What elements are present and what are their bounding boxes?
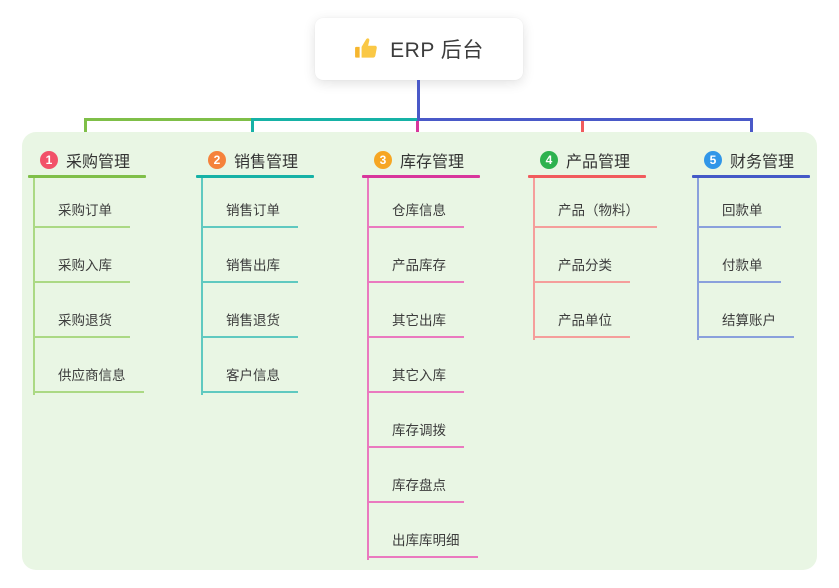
branch-rail <box>367 178 369 560</box>
node-label: 付款单 <box>697 254 781 283</box>
branch-sales-title-row[interactable]: 2 销售管理 <box>196 148 356 172</box>
node-label: 其它入库 <box>367 364 464 393</box>
node-label: 回款单 <box>697 199 781 228</box>
node-item[interactable]: 采购订单 <box>28 178 188 228</box>
branch-rail <box>697 178 699 340</box>
node-label: 产品库存 <box>367 254 464 283</box>
node-item[interactable]: 其它出库 <box>362 283 522 338</box>
branch-underline <box>528 175 646 178</box>
branch-rail <box>201 178 203 395</box>
node-item[interactable]: 付款单 <box>692 228 839 283</box>
branch-title: 采购管理 <box>66 154 131 171</box>
node-label: 采购入库 <box>33 254 130 283</box>
branch-number-badge: 1 <box>40 151 58 169</box>
node-item[interactable]: 产品单位 <box>528 283 688 338</box>
connector-bus-blue <box>417 118 753 121</box>
connector-root-stem <box>417 80 420 120</box>
node-label: 仓库信息 <box>367 199 464 228</box>
node-label: 结算账户 <box>697 309 794 338</box>
branch-finance-title-row[interactable]: 5 财务管理 <box>692 148 839 172</box>
branch-product: 4 产品管理 产品（物料） 产品分类 产品单位 <box>528 132 688 340</box>
branch-number-badge: 2 <box>208 151 226 169</box>
node-label: 供应商信息 <box>33 364 144 393</box>
branch-purchase-title-row[interactable]: 1 采购管理 <box>28 148 188 172</box>
branch-title: 库存管理 <box>400 154 465 171</box>
branch-purchase: 1 采购管理 采购订单 采购入库 采购退货 供应商信息 <box>28 132 188 395</box>
node-item[interactable]: 销售退货 <box>196 283 356 338</box>
node-label: 销售退货 <box>201 309 298 338</box>
node-item[interactable]: 采购入库 <box>28 228 188 283</box>
branch-children: 销售订单 销售出库 销售退货 客户信息 <box>196 178 356 393</box>
branch-rail <box>533 178 535 340</box>
branch-children: 产品（物料） 产品分类 产品单位 <box>528 178 688 338</box>
node-label: 库存盘点 <box>367 474 464 503</box>
branch-title: 销售管理 <box>234 154 299 171</box>
branch-rail <box>33 178 35 395</box>
root-node[interactable]: ERP 后台 <box>315 18 523 80</box>
branch-number-badge: 4 <box>540 151 558 169</box>
node-item[interactable]: 供应商信息 <box>28 338 188 393</box>
branch-children: 采购订单 采购入库 采购退货 供应商信息 <box>28 178 188 393</box>
branches-panel: 1 采购管理 采购订单 采购入库 采购退货 供应商信息 2 销售管理 销售订单 … <box>22 132 817 570</box>
branch-children: 回款单 付款单 结算账户 <box>692 178 839 338</box>
branch-underline <box>692 175 810 178</box>
branch-children: 仓库信息 产品库存 其它出库 其它入库 库存调拨 库存盘点 出库库明细 <box>362 178 522 558</box>
thumbs-up-icon <box>354 36 380 62</box>
node-label: 产品分类 <box>533 254 630 283</box>
root-title: ERP 后台 <box>390 39 484 62</box>
node-item[interactable]: 客户信息 <box>196 338 356 393</box>
branch-title: 产品管理 <box>566 154 631 171</box>
node-item[interactable]: 其它入库 <box>362 338 522 393</box>
branch-underline <box>362 175 480 178</box>
node-item[interactable]: 产品库存 <box>362 228 522 283</box>
node-label: 出库库明细 <box>367 529 478 558</box>
node-label: 客户信息 <box>201 364 298 393</box>
node-item[interactable]: 销售订单 <box>196 178 356 228</box>
node-item[interactable]: 库存盘点 <box>362 448 522 503</box>
branch-finance: 5 财务管理 回款单 付款单 结算账户 <box>692 132 839 340</box>
branch-number-badge: 3 <box>374 151 392 169</box>
branch-sales: 2 销售管理 销售订单 销售出库 销售退货 客户信息 <box>196 132 356 395</box>
node-label: 销售订单 <box>201 199 298 228</box>
node-label: 销售出库 <box>201 254 298 283</box>
branch-underline <box>28 175 146 178</box>
node-item[interactable]: 产品分类 <box>528 228 688 283</box>
node-label: 采购订单 <box>33 199 130 228</box>
branch-underline <box>196 175 314 178</box>
node-item[interactable]: 仓库信息 <box>362 178 522 228</box>
node-item[interactable]: 销售出库 <box>196 228 356 283</box>
connector-bus-green <box>84 118 254 121</box>
branch-product-title-row[interactable]: 4 产品管理 <box>528 148 688 172</box>
node-item[interactable]: 库存调拨 <box>362 393 522 448</box>
branch-number-badge: 5 <box>704 151 722 169</box>
node-item[interactable]: 回款单 <box>692 178 839 228</box>
branch-title: 财务管理 <box>730 154 795 171</box>
connector-bus-teal <box>251 118 419 121</box>
node-label: 产品（物料） <box>533 199 657 228</box>
node-label: 产品单位 <box>533 309 630 338</box>
node-item[interactable]: 出库库明细 <box>362 503 522 558</box>
node-item[interactable]: 采购退货 <box>28 283 188 338</box>
branch-inventory: 3 库存管理 仓库信息 产品库存 其它出库 其它入库 库存调拨 库存盘点 出库库… <box>362 132 522 560</box>
node-label: 库存调拨 <box>367 419 464 448</box>
node-item[interactable]: 产品（物料） <box>528 178 688 228</box>
branch-inventory-title-row[interactable]: 3 库存管理 <box>362 148 522 172</box>
node-item[interactable]: 结算账户 <box>692 283 839 338</box>
node-label: 其它出库 <box>367 309 464 338</box>
node-label: 采购退货 <box>33 309 130 338</box>
